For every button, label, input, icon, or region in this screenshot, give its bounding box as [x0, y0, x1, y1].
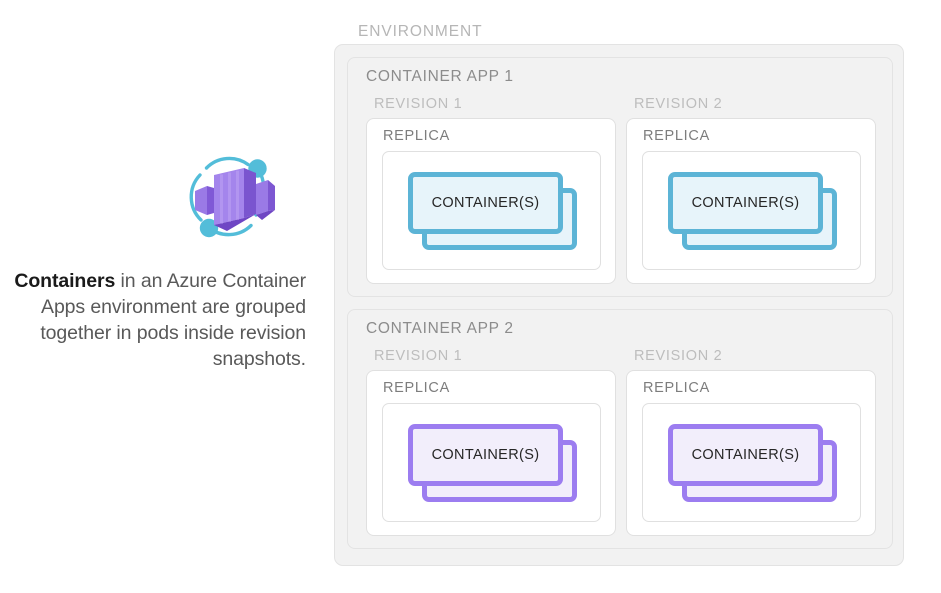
container-stack: CONTAINER(S)	[408, 172, 578, 252]
replica-label: REPLICA	[643, 380, 710, 396]
revision-box: REPLICA CONTAINER(S)	[626, 370, 876, 536]
revision-box: REPLICA CONTAINER(S)	[626, 118, 876, 284]
container-app-card-2: CONTAINER APP 2 REVISION 1 REPLICA CONTA…	[347, 309, 893, 549]
revision-2-of-app-1: REVISION 2 REPLICA CONTAINER(S)	[626, 96, 876, 284]
revision-1-of-app-2: REVISION 1 REPLICA CONTAINER(S)	[366, 348, 616, 536]
replica-box: CONTAINER(S)	[642, 151, 861, 270]
container-box-front: CONTAINER(S)	[408, 424, 563, 486]
replica-box: CONTAINER(S)	[382, 403, 601, 522]
container-app-label-2: CONTAINER APP 2	[366, 320, 514, 337]
revision-box: REPLICA CONTAINER(S)	[366, 370, 616, 536]
revision-box: REPLICA CONTAINER(S)	[366, 118, 616, 284]
container-label: CONTAINER(S)	[691, 195, 800, 211]
container-app-label-1: CONTAINER APP 1	[366, 68, 514, 85]
replica-label: REPLICA	[383, 380, 450, 396]
container-stack: CONTAINER(S)	[668, 172, 838, 252]
replica-label: REPLICA	[643, 128, 710, 144]
container-app-card-1: CONTAINER APP 1 REVISION 1 REPLICA CONTA…	[347, 57, 893, 297]
container-box-front: CONTAINER(S)	[668, 172, 823, 234]
container-label: CONTAINER(S)	[691, 447, 800, 463]
revision-1-of-app-1: REVISION 1 REPLICA CONTAINER(S)	[366, 96, 616, 284]
revision-label: REVISION 1	[374, 96, 463, 112]
container-stack: CONTAINER(S)	[668, 424, 838, 504]
replica-label: REPLICA	[383, 128, 450, 144]
replica-box: CONTAINER(S)	[382, 151, 601, 270]
description-panel: Containers in an Azure Container Apps en…	[0, 0, 320, 593]
environment-box: CONTAINER APP 1 REVISION 1 REPLICA CONTA…	[334, 44, 904, 566]
caption-strong: Containers	[14, 270, 116, 292]
container-label: CONTAINER(S)	[431, 447, 540, 463]
environment-label: ENVIRONMENT	[358, 23, 483, 40]
caption-rest: in an Azure Container Apps environment a…	[40, 270, 306, 370]
revision-label: REVISION 2	[634, 348, 723, 364]
revision-2-of-app-2: REVISION 2 REPLICA CONTAINER(S)	[626, 348, 876, 536]
revision-label: REVISION 1	[374, 348, 463, 364]
container-stack: CONTAINER(S)	[408, 424, 578, 504]
replica-box: CONTAINER(S)	[642, 403, 861, 522]
container-box-front: CONTAINER(S)	[408, 172, 563, 234]
container-label: CONTAINER(S)	[431, 195, 540, 211]
caption-text: Containers in an Azure Container Apps en…	[10, 268, 306, 372]
revision-label: REVISION 2	[634, 96, 723, 112]
container-box-front: CONTAINER(S)	[668, 424, 823, 486]
azure-container-apps-logo	[182, 148, 282, 248]
